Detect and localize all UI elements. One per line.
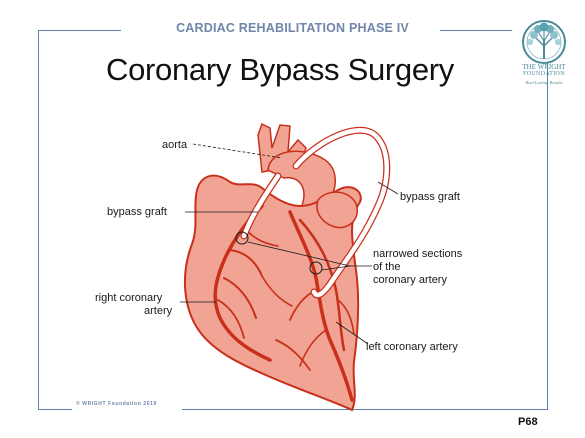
label-narrowed-sections-line3: coronary artery <box>373 274 447 286</box>
copyright-text: © WRIGHT Foundation 2019 <box>76 401 157 407</box>
label-right-coronary-line1: right coronary <box>95 292 162 304</box>
label-narrowed-sections-line1: narrowed sections <box>373 248 462 260</box>
label-bypass-graft-left: bypass graft <box>107 206 167 218</box>
label-aorta: aorta <box>162 139 187 151</box>
label-narrowed-sections-line2: of the <box>373 261 401 273</box>
label-bypass-graft-right: bypass graft <box>400 191 460 203</box>
page-number: P68 <box>518 416 538 428</box>
label-right-coronary-line2: artery <box>144 305 172 317</box>
label-left-coronary-artery: left coronary artery <box>366 341 458 353</box>
